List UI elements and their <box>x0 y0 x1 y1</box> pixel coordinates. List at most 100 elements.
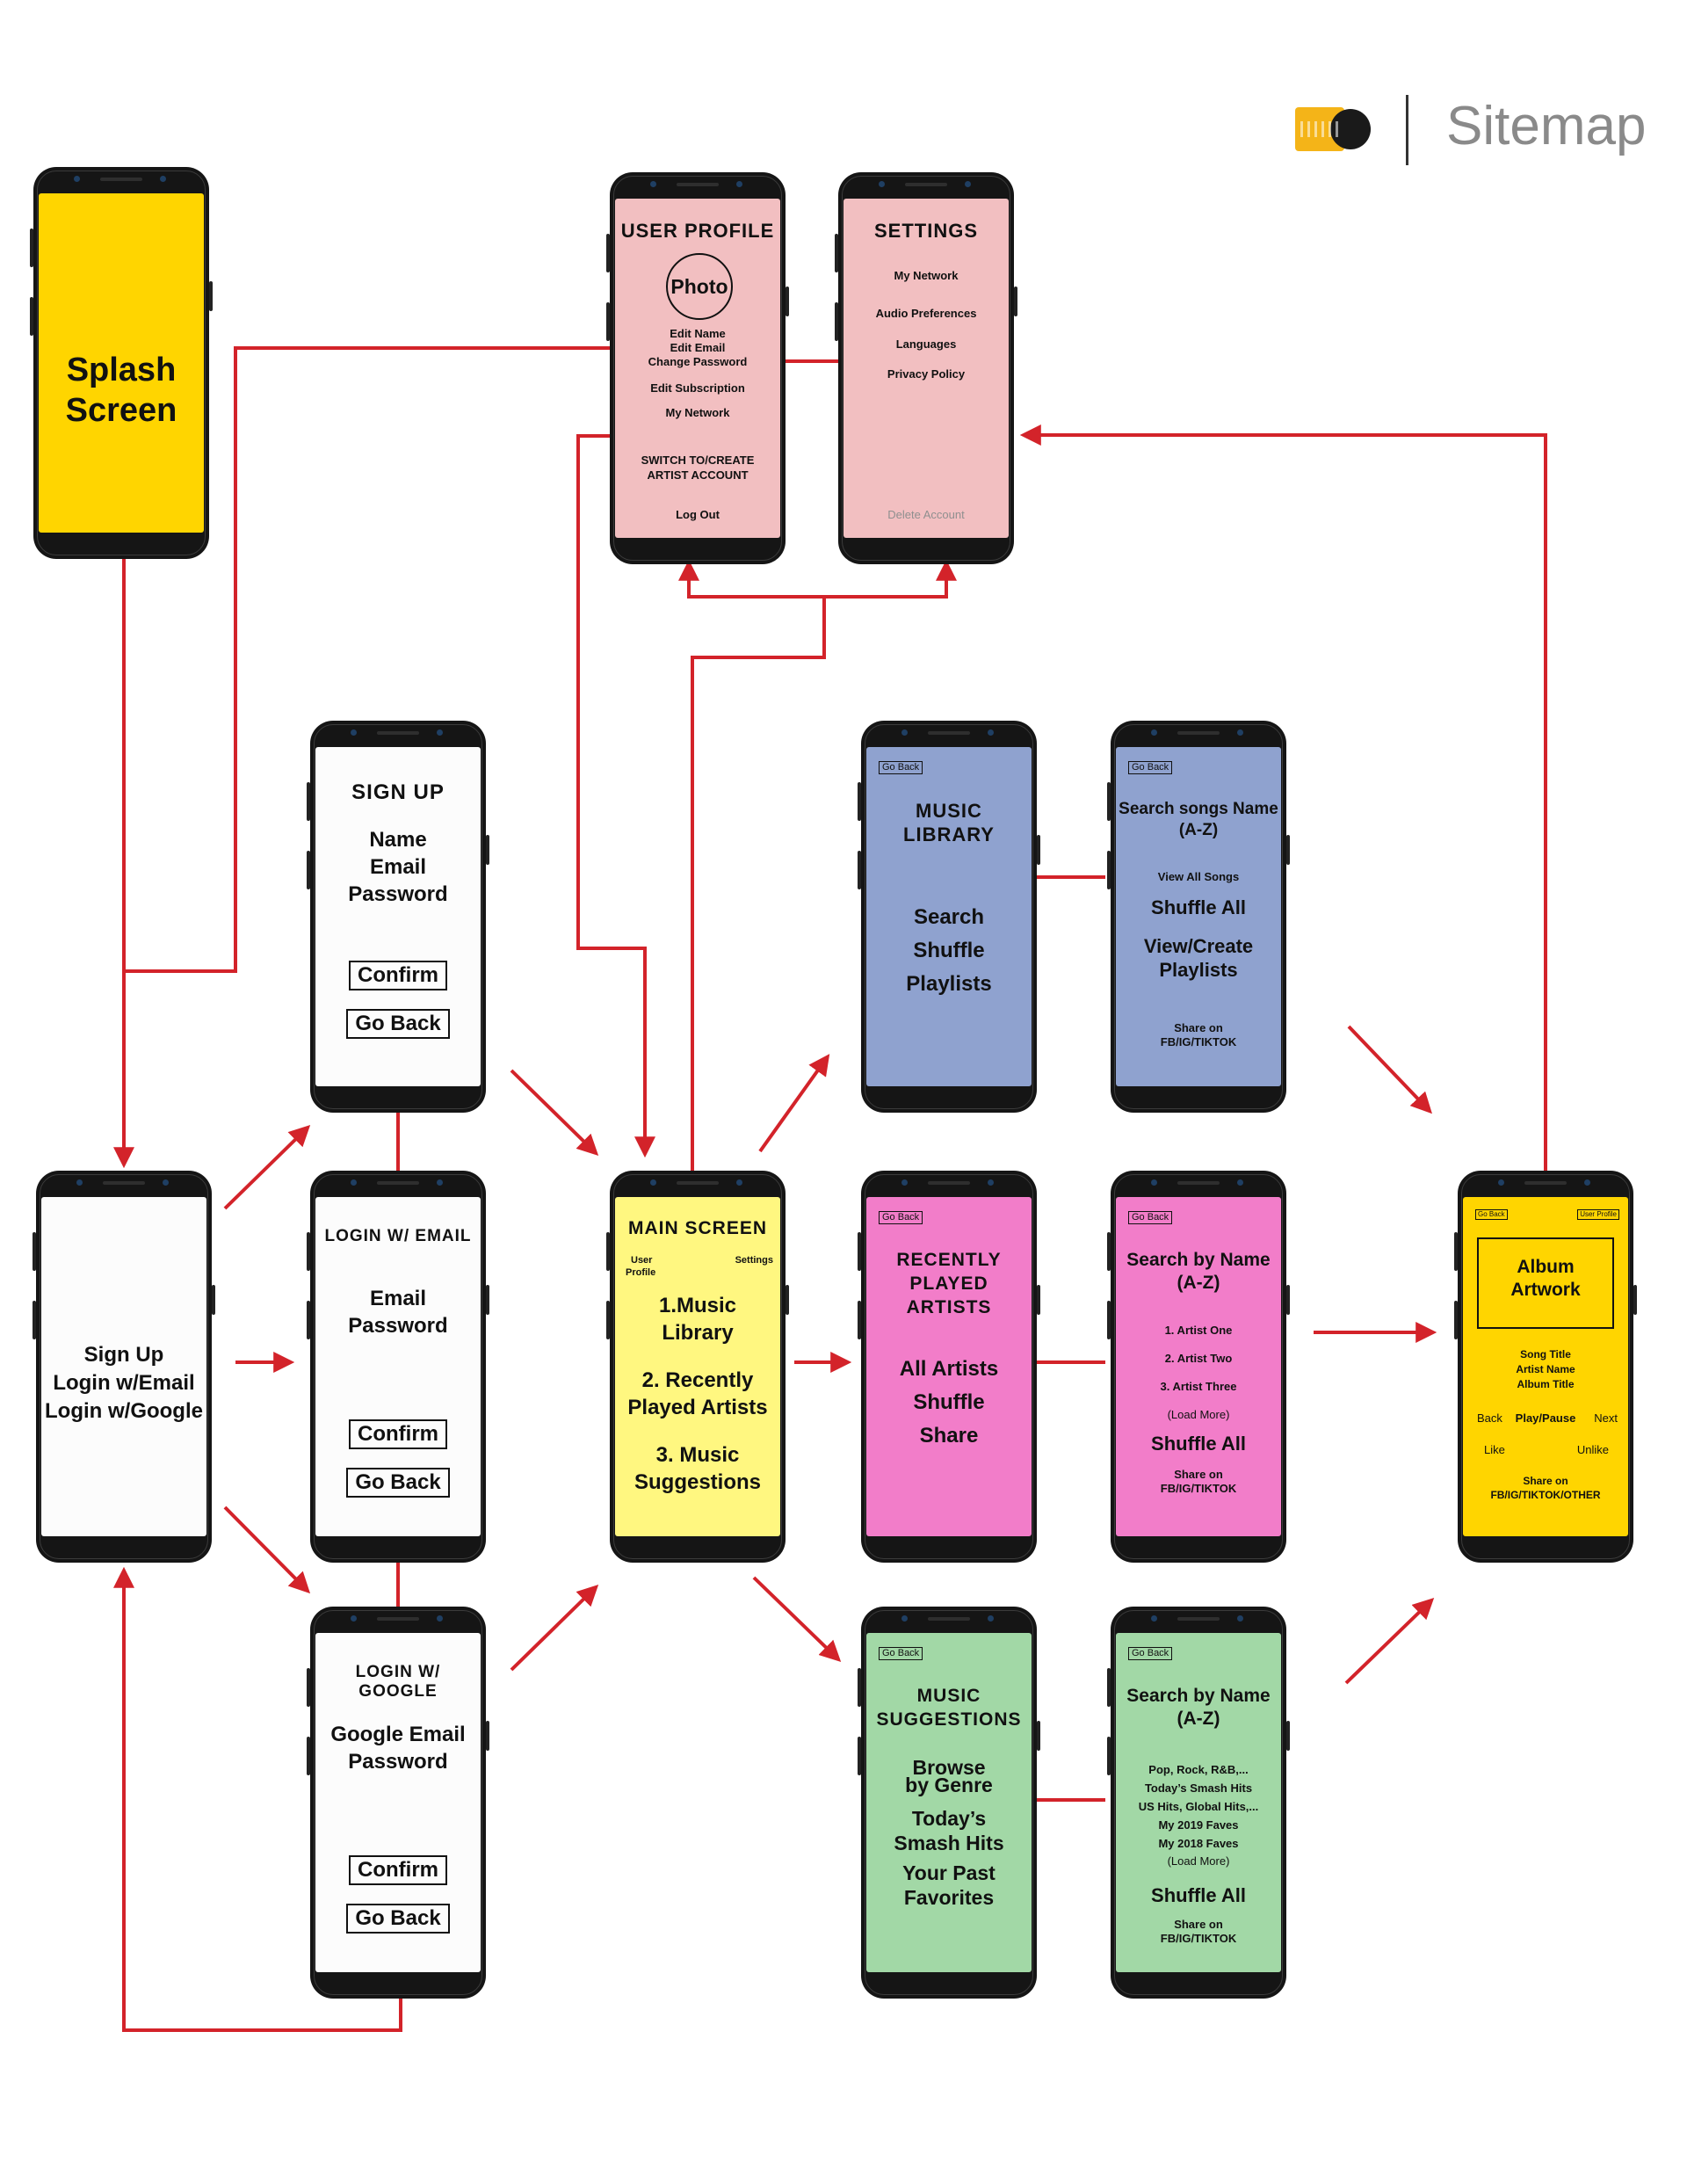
switch-artist-link-line2[interactable]: ARTIST ACCOUNT <box>647 468 749 482</box>
email-field[interactable]: Email <box>369 1287 427 1310</box>
delete-account-link[interactable]: Delete Account <box>887 508 965 521</box>
shuffle-all-button[interactable]: Shuffle All <box>1151 896 1246 918</box>
password-field[interactable]: Password <box>348 882 448 906</box>
recently-played-option-line2[interactable]: Played Artists <box>627 1396 768 1419</box>
genre-list-item[interactable]: Pop, Rock, R&B,... <box>1148 1763 1249 1776</box>
genre-list-item[interactable]: My 2019 Faves <box>1158 1818 1239 1832</box>
search-artists-title: Search by Name <box>1126 1250 1271 1270</box>
splash-screen[interactable]: Splash Screen <box>39 193 204 533</box>
genre-list-item[interactable]: US Hits, Global Hits,... <box>1138 1800 1259 1813</box>
phone-side-button <box>1107 1301 1111 1339</box>
music-suggestions-option[interactable]: 3. Music <box>655 1443 740 1467</box>
main-title: MAIN SCREEN <box>627 1218 767 1238</box>
recent-title-line3: ARTISTS <box>906 1297 992 1317</box>
page-title: Sitemap <box>1446 96 1647 156</box>
google-to-main-arrow <box>510 1584 599 1672</box>
artist-list-item[interactable]: 2. Artist Two <box>1164 1352 1233 1365</box>
music-library-option[interactable]: 1.Music <box>658 1294 737 1317</box>
artist-list-item[interactable]: 3. Artist Three <box>1160 1380 1237 1393</box>
audio-preferences-link[interactable]: Audio Preferences <box>875 307 977 320</box>
play-pause-button[interactable]: Play/Pause <box>1515 1411 1576 1425</box>
past-favorites-option-line2[interactable]: Favorites <box>903 1886 995 1909</box>
photo-label: Photo <box>670 274 728 298</box>
shuffle-all-button[interactable]: Shuffle All <box>1151 1433 1246 1455</box>
shuffle-all-button[interactable]: Shuffle All <box>1151 1884 1246 1906</box>
album-artwork-image: Album Artwork <box>1477 1237 1614 1329</box>
go-back-button[interactable]: Go Back <box>879 1211 923 1224</box>
view-create-playlists-link[interactable]: View/Create <box>1143 935 1254 957</box>
recently-played-option[interactable]: 2. Recently <box>641 1368 754 1392</box>
share-link-line2[interactable]: FB/IG/TIKTOK <box>1160 1932 1237 1945</box>
like-button[interactable]: Like <box>1484 1443 1505 1456</box>
password-field[interactable]: Password <box>348 1750 448 1774</box>
share-link[interactable]: Share on <box>1174 1021 1223 1034</box>
previous-button[interactable]: Back <box>1477 1411 1502 1425</box>
share-link[interactable]: Share on <box>1174 1468 1223 1481</box>
login-google-option[interactable]: Login w/Google <box>45 1399 203 1423</box>
my-network-link[interactable]: My Network <box>665 406 730 419</box>
next-button[interactable]: Next <box>1594 1411 1618 1425</box>
go-back-button[interactable]: Go Back <box>346 1468 450 1498</box>
share-link[interactable]: Share on <box>1523 1475 1568 1487</box>
search-option[interactable]: Search <box>913 905 985 929</box>
email-field[interactable]: Email <box>369 855 427 879</box>
confirm-button[interactable]: Confirm <box>349 1855 447 1885</box>
name-field[interactable]: Name <box>369 828 427 852</box>
smash-hits-option[interactable]: Today’s <box>911 1807 987 1830</box>
share-link-line2[interactable]: FB/IG/TIKTOK <box>1160 1035 1237 1048</box>
all-artists-option[interactable]: All Artists <box>899 1357 999 1381</box>
confirm-button[interactable]: Confirm <box>349 1419 447 1449</box>
password-field[interactable]: Password <box>348 1314 448 1338</box>
load-more-link[interactable]: (Load More) <box>1167 1408 1230 1421</box>
edit-subscription-link[interactable]: Edit Subscription <box>650 381 745 395</box>
privacy-policy-link[interactable]: Privacy Policy <box>887 367 966 381</box>
load-more-link[interactable]: (Load More) <box>1167 1854 1230 1868</box>
shuffle-option[interactable]: Shuffle <box>913 1390 985 1414</box>
share-option[interactable]: Share <box>919 1424 979 1448</box>
my-network-link[interactable]: My Network <box>894 269 959 282</box>
change-password-link[interactable]: Change Password <box>648 355 748 368</box>
go-back-button[interactable]: Go Back <box>1128 1647 1173 1660</box>
confirm-button[interactable]: Confirm <box>349 961 447 990</box>
edit-email-link[interactable]: Edit Email <box>670 341 726 354</box>
search-artists-screen: Go Back Search by Name (A-Z) 1. Artist O… <box>1116 1197 1281 1536</box>
share-link-line2[interactable]: FB/IG/TIKTOK/OTHER <box>1490 1489 1601 1501</box>
smash-hits-option-line2[interactable]: Smash Hits <box>894 1832 1004 1854</box>
go-back-button[interactable]: Go Back <box>1128 761 1173 774</box>
go-back-button[interactable]: Go Back <box>879 1647 923 1660</box>
google-email-field[interactable]: Google Email <box>330 1723 466 1746</box>
music-suggestions-option-line2[interactable]: Suggestions <box>634 1470 761 1494</box>
browse-genre-option[interactable]: Browse <box>912 1756 986 1779</box>
signup-option[interactable]: Sign Up <box>83 1343 164 1367</box>
user-profile-link[interactable]: User <box>631 1255 653 1266</box>
genre-list-item[interactable]: My 2018 Faves <box>1158 1837 1239 1850</box>
go-back-button[interactable]: Go Back <box>346 1904 450 1934</box>
switch-artist-link[interactable]: SWITCH TO/CREATE <box>641 453 755 467</box>
share-link-line2[interactable]: FB/IG/TIKTOK <box>1160 1482 1237 1495</box>
languages-link[interactable]: Languages <box>895 337 957 351</box>
shuffle-option[interactable]: Shuffle <box>913 939 985 962</box>
go-back-button[interactable]: Go Back <box>346 1009 450 1039</box>
go-back-button[interactable]: Go Back <box>1128 1211 1173 1224</box>
go-back-button[interactable]: Go Back <box>879 761 923 774</box>
user-profile-screen: USER PROFILE Photo Edit Name Edit Email … <box>615 199 780 538</box>
phone-user-profile: USER PROFILE Photo Edit Name Edit Email … <box>606 172 789 564</box>
view-create-playlists-link-line2[interactable]: Playlists <box>1159 959 1238 981</box>
share-link[interactable]: Share on <box>1174 1918 1223 1931</box>
unlike-button[interactable]: Unlike <box>1576 1443 1609 1456</box>
settings-link[interactable]: Settings <box>735 1255 773 1266</box>
music-library-option-line2[interactable]: Library <box>662 1321 734 1345</box>
log-out-link[interactable]: Log Out <box>676 508 720 521</box>
profile-photo-avatar[interactable]: Photo <box>666 253 733 320</box>
artist-list-item[interactable]: 1. Artist One <box>1164 1324 1233 1337</box>
browse-genre-option-line2[interactable]: by Genre <box>905 1774 993 1796</box>
login-email-option[interactable]: Login w/Email <box>53 1371 195 1395</box>
genre-list-item[interactable]: Today’s Smash Hits <box>1144 1781 1253 1795</box>
view-all-songs-link[interactable]: View All Songs <box>1157 870 1240 883</box>
user-profile-link-line2[interactable]: Profile <box>626 1267 656 1278</box>
go-back-button[interactable]: Go Back <box>1475 1209 1508 1220</box>
playlists-option[interactable]: Playlists <box>906 972 992 996</box>
edit-name-link[interactable]: Edit Name <box>670 327 726 340</box>
user-profile-button[interactable]: User Profile <box>1577 1209 1619 1220</box>
past-favorites-option[interactable]: Your Past <box>902 1861 996 1884</box>
